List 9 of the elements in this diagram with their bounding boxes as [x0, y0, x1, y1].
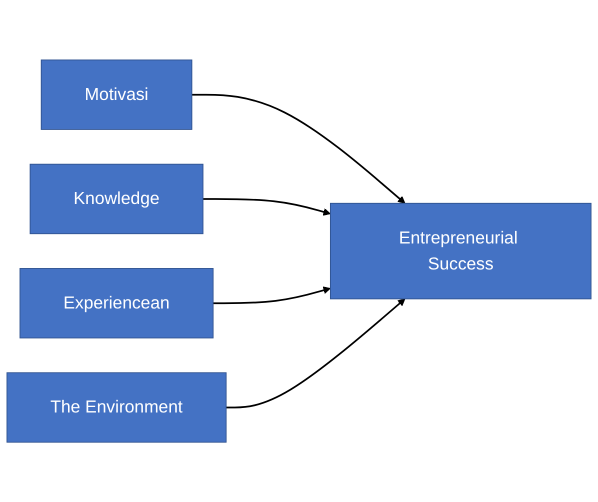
arrow: [213, 286, 331, 304]
node-box: Knowledge: [30, 164, 204, 234]
node-box: Motivasi: [40, 59, 192, 130]
node-box: Experiencean: [20, 268, 214, 338]
arrow: [202, 198, 331, 216]
node-box: The Environment: [6, 372, 227, 443]
arrow: [192, 94, 406, 204]
arrow: [226, 298, 406, 408]
node-box: Entrepreneurial Success: [330, 202, 592, 300]
